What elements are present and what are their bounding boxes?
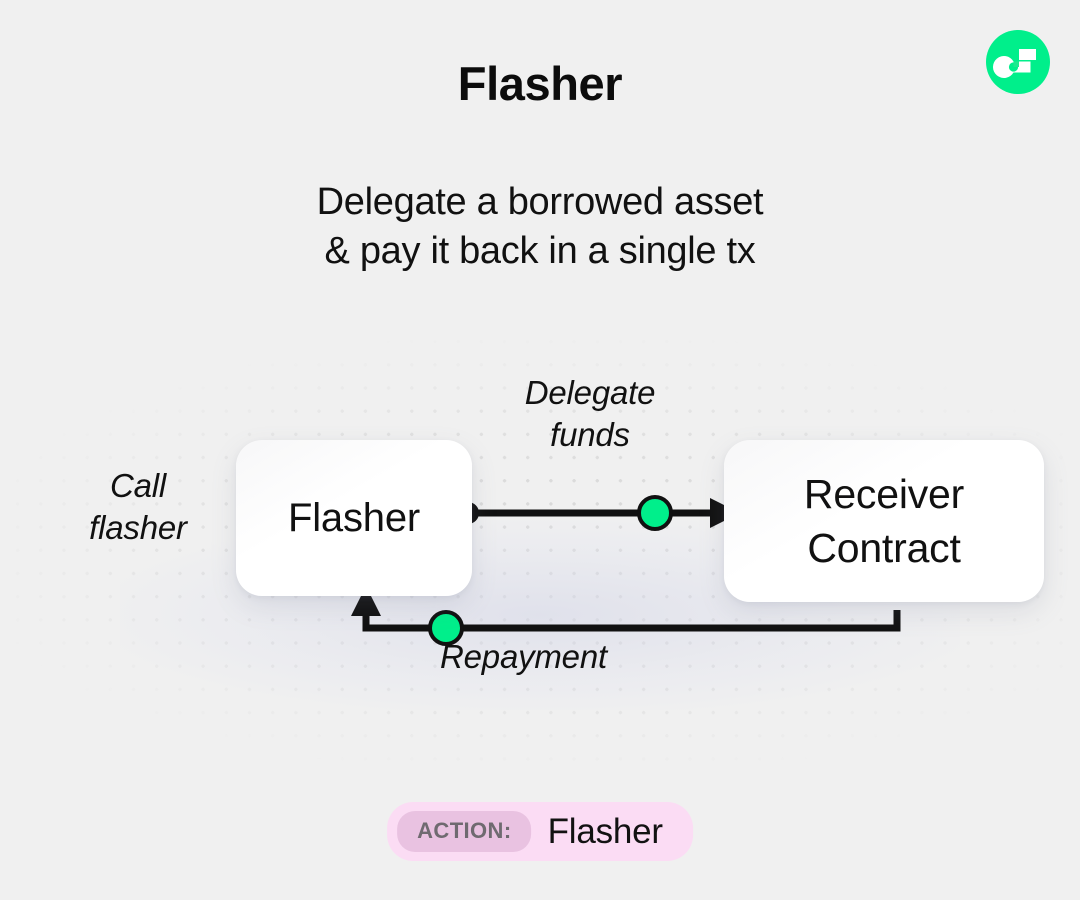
flow-logo-icon: [986, 30, 1050, 94]
edge-repayment-arrowhead: [351, 586, 381, 616]
subtitle-line-1: Delegate a borrowed asset: [316, 181, 764, 223]
subtitle-line-2: & pay it back in a single tx: [324, 230, 756, 272]
node-receiver-label-line-1: Receiver: [803, 471, 965, 517]
call-label-line-1: Call: [109, 467, 167, 504]
node-receiver-label: Receiver Contract: [804, 467, 964, 575]
node-receiver-contract[interactable]: Receiver Contract: [724, 440, 1044, 602]
edge-label-repayment: Repayment: [440, 638, 607, 675]
action-badge-key: ACTION:: [397, 811, 532, 852]
page-subtitle: Delegate a borrowed asset & pay it back …: [0, 178, 1080, 276]
edge-delegate-funds: [457, 495, 740, 531]
delegate-label-line-2: funds: [550, 416, 630, 453]
diagram-canvas: Call flasher Delegate funds Repayment Fl…: [0, 320, 1080, 790]
edge-delegate-accent-dot: [637, 495, 673, 531]
page-title: Flasher: [457, 57, 623, 110]
edge-label-delegate-funds: Delegate funds: [470, 372, 710, 456]
action-badge: ACTION: Flasher: [387, 802, 693, 861]
edge-repayment-accent-dot: [428, 610, 464, 646]
node-flasher-label: Flasher: [288, 495, 420, 540]
node-flasher[interactable]: Flasher: [236, 440, 472, 596]
node-receiver-label-line-2: Contract: [807, 525, 961, 571]
call-label-line-2: flasher: [89, 509, 187, 546]
edge-label-call-flasher: Call flasher: [40, 465, 236, 549]
delegate-label-line-1: Delegate: [524, 374, 656, 411]
edge-repayment-line: [362, 605, 901, 632]
action-badge-value: Flasher: [547, 811, 664, 851]
